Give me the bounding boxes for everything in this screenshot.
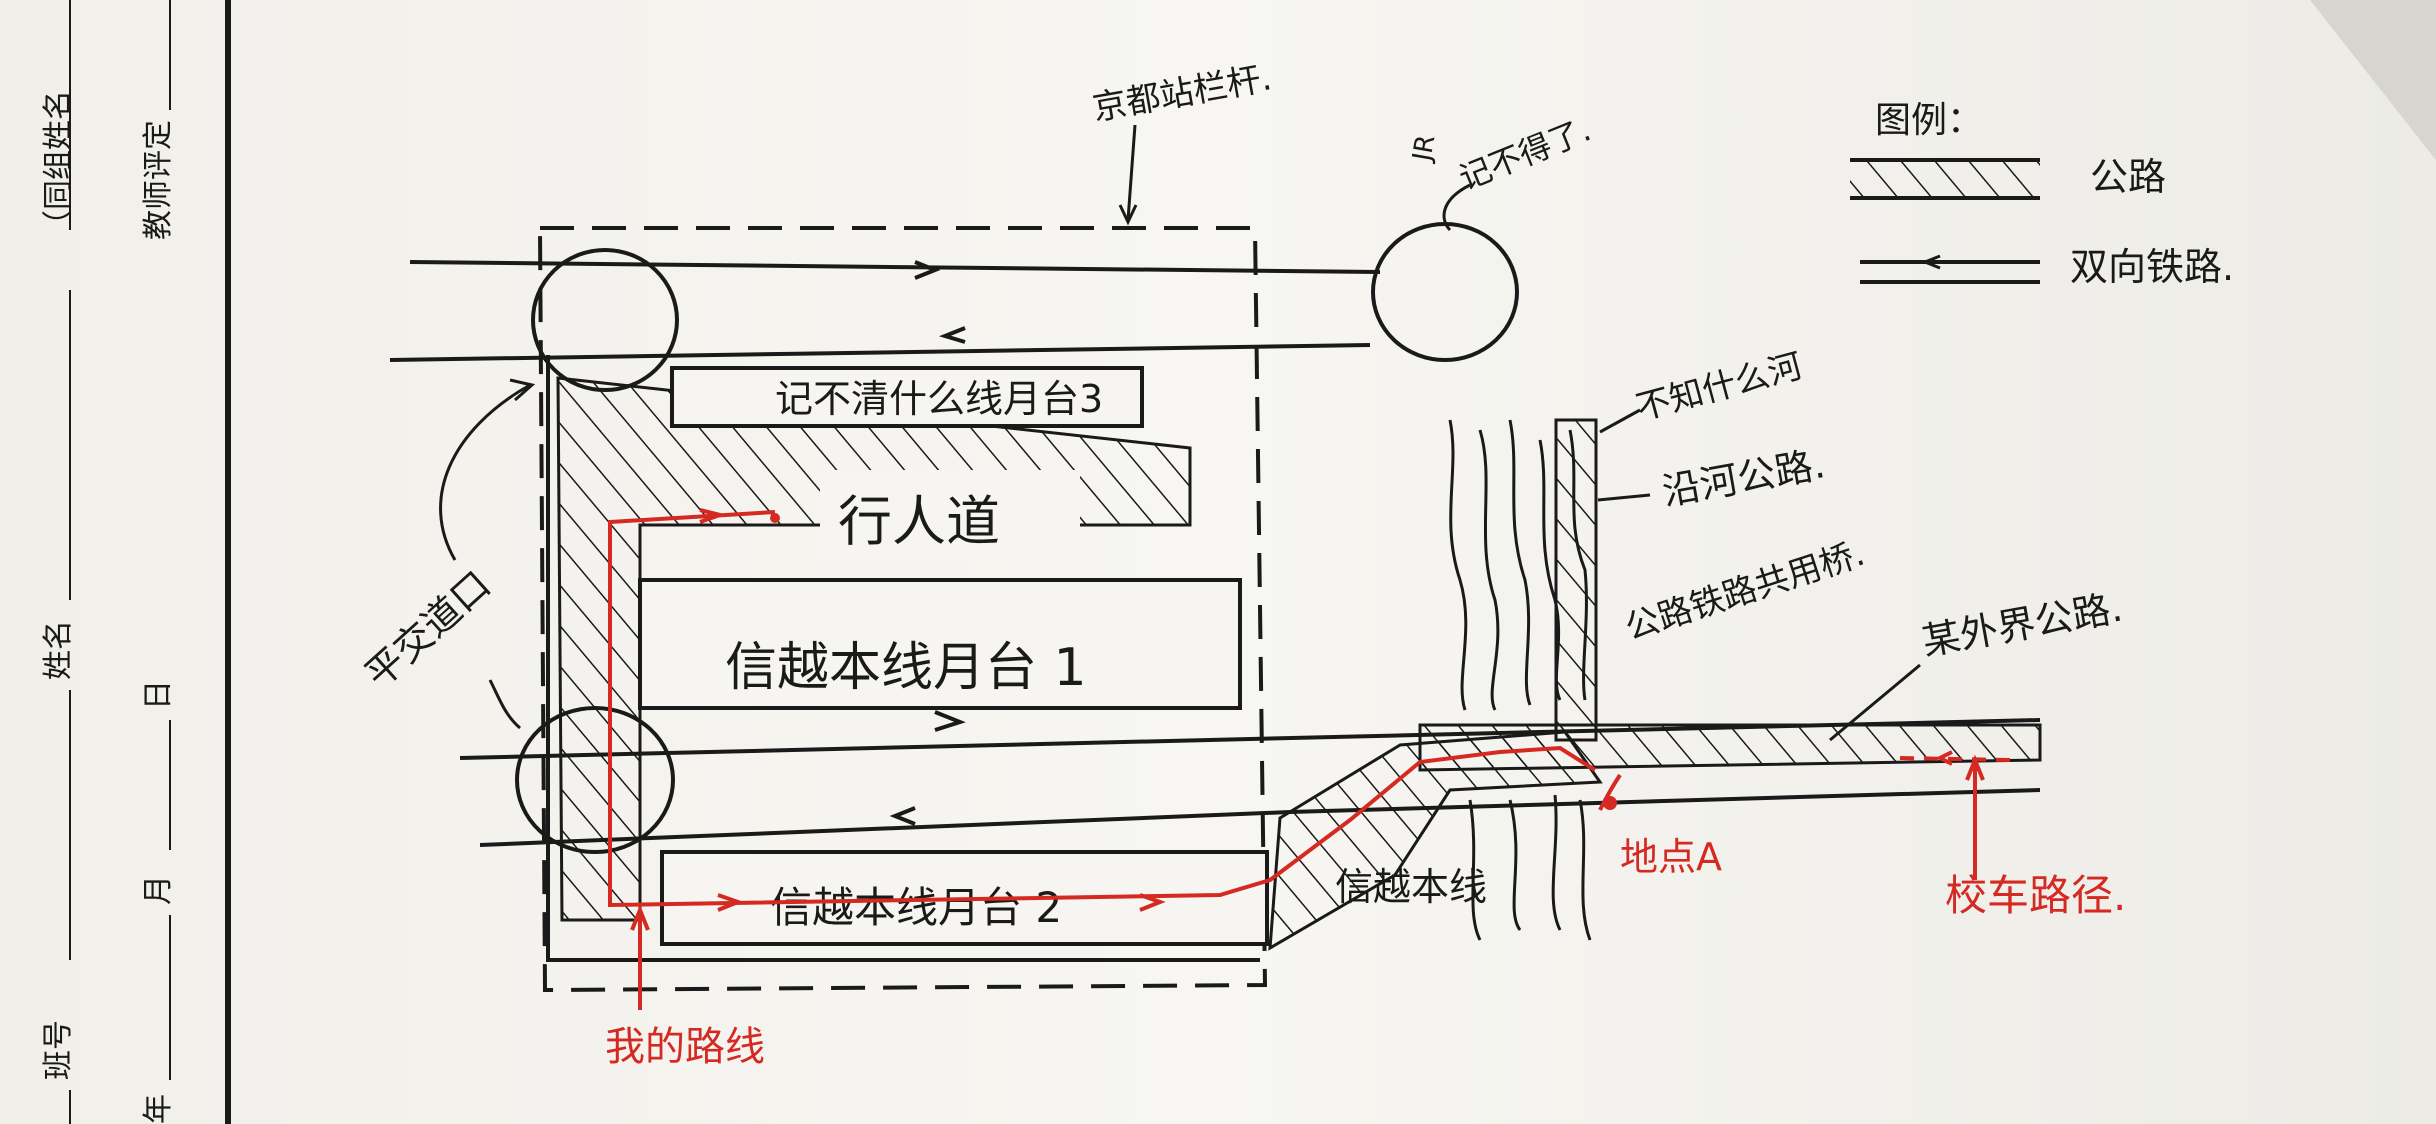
- legend-road-swatch: [1850, 160, 2040, 198]
- legend-railway-label: 双向铁路.: [2070, 245, 2234, 289]
- walkway-outline: [546, 355, 1260, 962]
- my-route-path: [608, 510, 1597, 908]
- red-routes: [608, 508, 2011, 1010]
- platform-1-label: 信越本线月台 1: [725, 638, 1087, 698]
- rail-top: [389, 260, 1381, 362]
- legend-road-label: 公路: [2090, 155, 2166, 199]
- platform-1: [638, 578, 1242, 710]
- name-label: 姓名: [41, 620, 76, 680]
- my-route-start-dot: [770, 513, 780, 523]
- margin-fields: （同组姓名 教师评定 姓名 班号 日 月 年: [41, 0, 176, 1124]
- point-a-label: 地点A: [1620, 835, 1722, 879]
- level-crossing-pointer-bottom: [488, 679, 521, 730]
- month-label: 月: [141, 875, 176, 905]
- my-route-label: 我的路线: [605, 1024, 765, 1070]
- year-label: 年: [141, 1094, 176, 1124]
- level-crossing-pointer-top: [439, 383, 531, 561]
- school-route-label: 校车路径.: [1945, 871, 2126, 920]
- forgot-prefix-label: JR: [1407, 133, 1441, 166]
- point-a-dot: [1603, 796, 1617, 810]
- teacher-eval-label: 教师评定: [141, 120, 176, 240]
- riverside-road: [1554, 418, 1598, 742]
- legend-title: 图例：: [1875, 100, 1983, 141]
- platform-3: [670, 366, 1144, 428]
- kyoto-station-fence-pointer: [1126, 124, 1137, 221]
- platform-2-label: 信越本线月台 2: [770, 883, 1062, 932]
- shinetsu-line-label: 信越本线: [1335, 865, 1487, 909]
- paper-shadow: [2310, 0, 2436, 160]
- level-crossing-circle-top: [531, 248, 679, 392]
- class-no-label: 班号: [41, 1020, 76, 1080]
- sidewalk-label: 行人道: [838, 490, 1000, 553]
- station-fence: [538, 226, 1268, 993]
- day-label: 日: [141, 680, 176, 710]
- sidewalk-label-clear: [820, 470, 1080, 560]
- legend: 图例： 公路 双向铁路.: [1850, 100, 2234, 289]
- platform-3-label: 记不清什么线月台3: [775, 377, 1103, 421]
- level-crossing-circle-bottom: [515, 706, 675, 854]
